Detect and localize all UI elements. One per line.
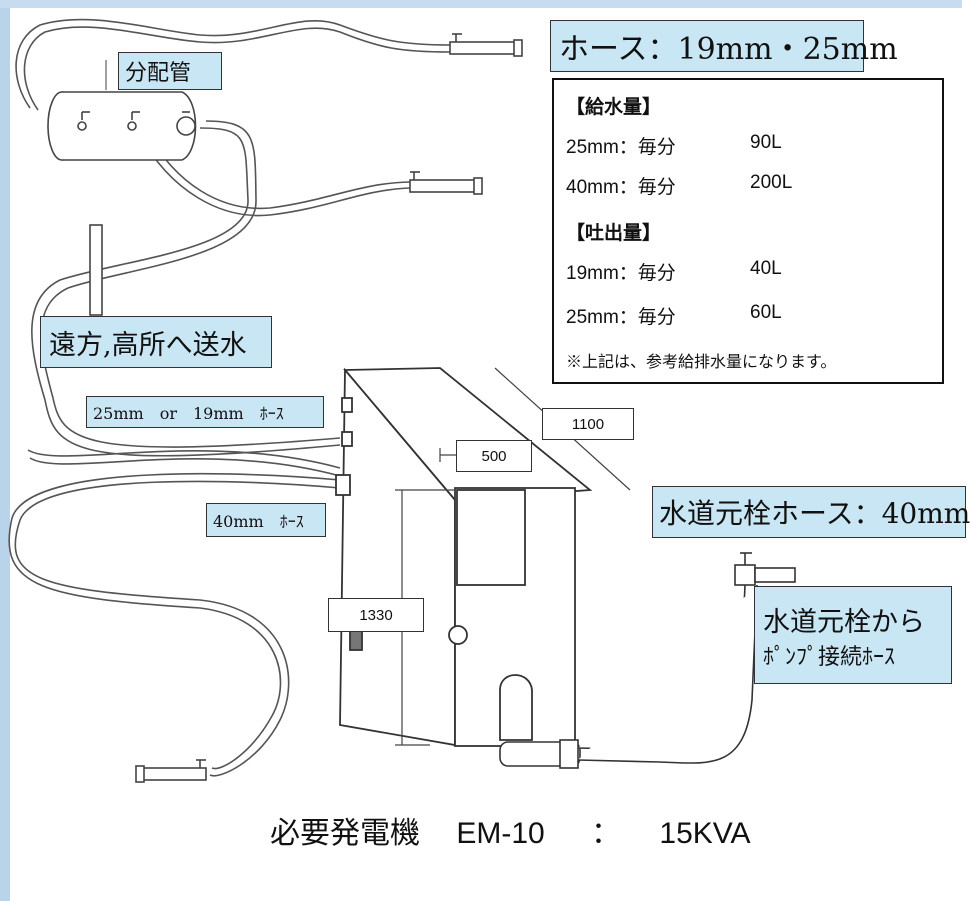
hose-top (15, 18, 451, 109)
generator-capacity: 15KVA (659, 817, 751, 850)
label-tap-hose: 水道元栓ホース：40mm (652, 486, 970, 538)
hose-pipe-to-pump (31, 127, 341, 457)
discharge-unit: ：毎分 (618, 306, 676, 328)
nozzle-top (449, 41, 517, 55)
discharge-unit: ：毎分 (618, 262, 676, 284)
dimension-depth: 1100 (542, 408, 634, 440)
hose-middle (139, 134, 411, 217)
frame-left-edge (0, 0, 10, 901)
label-remote-supply: 遠方,高所へ送水 (40, 316, 272, 368)
supply-row-40: 40mm：毎分 200L (566, 172, 792, 199)
generator-separator: ： (591, 817, 622, 850)
dimension-width: 500 (456, 440, 532, 472)
tap-valve (734, 564, 756, 586)
label-hose-40: 40mm ﾎｰｽ (206, 503, 326, 537)
generator-label: 必要発電機 (270, 817, 420, 850)
generator-model: EM-10 (456, 817, 545, 850)
label-tap-to-pump: 水道元栓から ﾎﾟﾝﾌﾟ接続ﾎｰｽ (754, 586, 952, 684)
discharge-title: 【吐出量】 (566, 223, 662, 244)
label-hose-sizes: ホース：19mm・25mm (550, 20, 898, 72)
generator-requirement: 必要発電機 EM-10 ： 15KVA (270, 808, 751, 852)
discharge-size: 25mm (566, 307, 619, 328)
discharge-amount: 40L (750, 258, 782, 279)
discharge-row-19: 19mm：毎分 40L (566, 258, 782, 285)
label-hose-25-or-19: 25mm or 19mm ﾎｰｽ (86, 396, 324, 428)
nozzle-bottom (139, 767, 207, 781)
hose-left-loop (14, 480, 341, 777)
flow-spec-box: 【給水量】 25mm：毎分 90L 40mm：毎分 200L 【吐出量】 19m… (552, 78, 944, 384)
discharge-size: 19mm (566, 263, 619, 284)
supply-amount: 200L (750, 172, 793, 193)
nozzle-middle (409, 179, 477, 193)
supply-title: 【給水量】 (566, 97, 662, 118)
supply-unit: ：毎分 (618, 176, 676, 198)
supply-unit: ：毎分 (618, 136, 676, 158)
discharge-row-25: 25mm：毎分 60L (566, 302, 782, 329)
frame-top-edge (0, 0, 962, 8)
label-tap-to-pump-line2: ﾎﾟﾝﾌﾟ接続ﾎｰｽ (763, 644, 896, 670)
label-distribution-pipe: 分配管 (118, 52, 222, 90)
discharge-amount: 60L (750, 302, 782, 323)
supply-amount: 90L (750, 132, 782, 153)
supply-size: 25mm (566, 137, 619, 158)
label-tap-to-pump-line1: 水道元栓から (763, 606, 925, 638)
dimension-height: 1330 (328, 598, 424, 632)
supply-size: 40mm (566, 177, 619, 198)
supply-row-25: 25mm：毎分 90L (566, 132, 782, 159)
spec-note: ※上記は、参考給排水量になります。 (566, 354, 837, 371)
hose-inlet (27, 449, 341, 469)
